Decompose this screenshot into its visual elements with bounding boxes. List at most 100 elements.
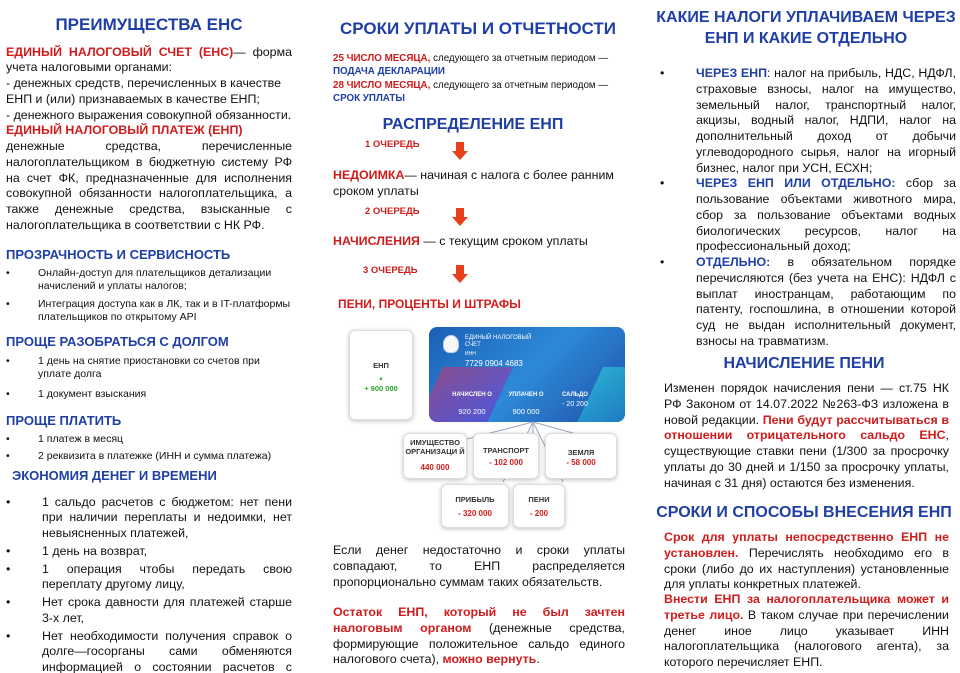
via-enp-text: : налог на прибыль, НДС, НДФЛ, страховые…: [696, 66, 956, 175]
enp-def: денежные средства, перечисленные налогоп…: [6, 139, 292, 232]
list-item: Нет срока давности для платежей старше 3…: [6, 595, 292, 627]
card-inn: 7729 0904 4683: [465, 359, 523, 368]
queue-1-text: НЕДОИМКА— начиная с налога с более ранни…: [333, 168, 623, 200]
via-enp-or-separate-text: сбор за пользование объектами животного …: [696, 176, 956, 254]
queue-2-label: 2 ОЧЕРЕДЬ: [365, 206, 420, 217]
ens-definition: ЕДИНЫЙ НАЛОГОВЫЙ СЧЕТ (ЕНС)— форма учета…: [6, 45, 292, 77]
charges-label: НАЧИСЛЕНИЯ: [333, 234, 420, 248]
via-enp-or-separate-label: ЧЕРЕЗ ЕНП ИЛИ ОТДЕЛЬНО:: [696, 176, 896, 191]
third-party-red: Внести ЕНП за налогоплательщика может и …: [664, 592, 949, 622]
penalty-red: Пени будут рассчитываться в отношении от…: [664, 412, 950, 443]
refund-note: Остаток ЕНП, который не был зачтен налог…: [333, 605, 625, 668]
advantages-title: ПРЕИМУЩЕСТВА ЕНС: [55, 15, 243, 34]
deadlines-title: СРОКИ УПЛАТЫ И ОТЧЕТНОСТИ: [339, 19, 616, 38]
card-paid-label: УПЛАЧЕН О: [508, 392, 544, 398]
payment-methods-title: СРОКИ И СПОСОБЫ ВНЕСЕНИЯ ЕНП: [656, 504, 952, 521]
tax-box-land: ЗЕМЛЯ - 58 000: [545, 433, 617, 479]
column-deadlines: СРОКИ УПЛАТЫ И ОТЧЕТНОСТИ 25 ЧИСЛО МЕСЯЦ…: [323, 0, 633, 673]
payment-date: 28 ЧИСЛО МЕСЯЦА,: [333, 80, 431, 91]
list-item: 1 платеж в месяц: [6, 433, 292, 447]
penalty-text-1: Изменен порядок начисления пени — ст.75 …: [664, 381, 949, 427]
column-advantages: ПРЕИМУЩЕСТВА ЕНС ЕДИНЫЙ НАЛОГОВЫЙ СЧЕТ (…: [0, 0, 300, 673]
tax-box-property: ИМУЩЕСТВО ОРГАНИЗАЦИ Й 440 000: [403, 433, 467, 479]
ens-item: - денежных средств, перечисленных в каче…: [6, 76, 282, 106]
enp-card-value: + 900 000: [364, 383, 398, 393]
column-taxes: КАКИЕ НАЛОГИ УПЛАЧИВАЕМ ЧЕРЕЗ ЕНП И КАКИ…: [656, 0, 960, 673]
penalty-text: Изменен порядок начисления пени — ст.75 …: [664, 381, 949, 491]
list-item: ЧЕРЕЗ ЕНП: налог на прибыль, НДС, НДФЛ, …: [660, 66, 956, 176]
economy-title: ЭКОНОМИЯ ДЕНЕГ И ВРЕМЕНИ: [12, 468, 217, 484]
card-paid-value: 900 000: [512, 407, 540, 416]
ens-item: - денежного выражения совокупной обязанн…: [6, 107, 292, 122]
tax-box-label: ПЕНИ: [528, 495, 550, 504]
pay-title: ПРОЩЕ ПЛАТИТЬ: [6, 412, 122, 428]
down-arrow-icon: [452, 142, 468, 160]
tax-box-label: ТРАНСПОРТ: [483, 446, 529, 455]
declaration-note: следующего за отчетным периодом —: [430, 53, 609, 64]
queue-1-label: 1 ОЧЕРЕДЬ: [365, 139, 420, 150]
transparency-title: ПРОЗРАЧНОСТЬ И СЕРВИСНОСТЬ: [6, 246, 231, 262]
payment-methods-text: Срок для уплаты непосредственно ЕНП не у…: [664, 530, 949, 593]
down-arrow-icon: [452, 265, 468, 283]
enp-card-label: ЕНП: [373, 361, 389, 370]
third-party-desc: В таком случае при перечислении денег ин…: [664, 607, 949, 669]
deadline-payment: 28 ЧИСЛО МЕСЯЦА, следующего за отчетным …: [333, 80, 623, 105]
queue-2-text: НАЧИСЛЕНИЯ — с текущим сроком уплаты: [333, 234, 623, 250]
list-item: Нет необходимости получения справок о до…: [6, 629, 292, 673]
list-item: 1 операция чтобы передать свою переплату…: [6, 562, 292, 594]
tax-box-value: - 102 000: [489, 457, 523, 467]
tax-box-value: - 320 000: [458, 508, 492, 518]
enp-term: ЕДИНЫЙ НАЛОГОВЫЙ ПЛАТЕЖ (ЕНП): [6, 123, 243, 138]
card-charged-value: 920 200: [458, 407, 486, 416]
payment-note: следующего за отчетным периодом —: [430, 80, 609, 91]
card-charged-label: НАЧИСЛЕН О: [452, 392, 492, 398]
card-balance-label: САЛЬДО: [562, 392, 588, 398]
enp-card: ЕНП • + 900 000: [349, 330, 413, 420]
list-item: 1 документ взыскания: [6, 388, 292, 402]
down-arrow-icon: [452, 208, 468, 226]
tax-box-label: ИМУЩЕСТВО ОРГАНИЗАЦИ Й: [405, 438, 465, 456]
refund-text: (денежные средства, формирующие положите…: [333, 620, 625, 667]
penalty-text-2: , существующие ставки пени (1/300 за про…: [664, 428, 949, 490]
ens-def: — форма учета налоговыми органами:: [6, 44, 292, 75]
penalty-title: НАЧИСЛЕНИЕ ПЕНИ: [723, 355, 885, 372]
economy-list: 1 сальдо расчетов с бюджетом: нет пени п…: [6, 495, 292, 673]
separate-text: в обязательном порядке перечисляются (бе…: [696, 255, 956, 348]
tax-box-penalties: ПЕНИ - 200: [513, 484, 565, 528]
refund-end: .: [536, 652, 540, 667]
ens-term: ЕДИНЫЙ НАЛОГОВЫЙ СЧЕТ (ЕНС): [6, 44, 234, 59]
list-item: 1 день на возврат,: [6, 544, 292, 560]
list-item: 1 день на снятие приостановки со счетов …: [6, 355, 292, 382]
penalties-label: ПЕНИ, ПРОЦЕНТЫ И ШТРАФЫ: [338, 297, 521, 311]
proportional-note: Если денег недостаточно и сроки уплаты с…: [333, 543, 625, 589]
declaration-date: 25 ЧИСЛО МЕСЯЦА,: [333, 53, 431, 64]
arrears-desc: — начиная с налога с более ранним сроком…: [333, 168, 614, 198]
taxes-list: ЧЕРЕЗ ЕНП: налог на прибыль, НДС, НДФЛ, …: [660, 66, 956, 350]
card-inn-label: ИНН: [465, 351, 476, 357]
separate-label: ОТДЕЛЬНО:: [696, 255, 771, 269]
list-item: ОТДЕЛЬНО: в обязательном порядке перечис…: [660, 255, 956, 350]
list-item: Онлайн-доступ для плательщиков детализац…: [6, 267, 292, 294]
debt-list: 1 день на снятие приостановки со счетов …: [6, 355, 292, 401]
queue-3-label: 3 ОЧЕРЕДЬ: [363, 265, 418, 276]
declaration-label: ПОДАЧА ДЕКЛАРАЦИИ: [333, 65, 445, 77]
list-item: 2 реквизита в платежке (ИНН и сумма плат…: [6, 450, 292, 464]
tax-box-label: ПРИБЫЛЬ: [455, 495, 495, 504]
transparency-list: Онлайн-доступ для плательщиков детализац…: [6, 267, 292, 324]
refund-red: Остаток ЕНП, который не был зачтен налог…: [333, 605, 625, 635]
tax-box-value: 440 000: [420, 462, 450, 472]
debt-title: ПРОЩЕ РАЗОБРАТЬСЯ С ДОЛГОМ: [6, 334, 229, 350]
card-title: ЕДИНЫЙ НАЛОГОВЫЙ СЧЕТ: [465, 335, 532, 349]
card-balance-value: - 20 200: [562, 401, 588, 408]
pay-list: 1 платеж в месяц 2 реквизита в платежке …: [6, 433, 292, 463]
arrears-label: НЕДОИМКА: [333, 168, 405, 182]
third-party-text: Внести ЕНП за налогоплательщика может и …: [664, 592, 949, 671]
via-enp-label: ЧЕРЕЗ ЕНП: [696, 66, 768, 80]
ens-account-card: ЕДИНЫЙ НАЛОГОВЫЙ СЧЕТ ИНН 7729 0904 4683…: [429, 327, 625, 422]
deadline-text: Перечислять необходимо его в сроки (либо…: [664, 545, 949, 592]
payment-label: СРОК УПЛАТЫ: [333, 92, 405, 104]
list-item: Интеграция доступа как в ЛК, так и в IT-…: [6, 298, 292, 325]
tax-box-transport: ТРАНСПОРТ - 102 000: [473, 433, 539, 479]
deadline-red: Срок для уплаты непосредственно ЕНП не у…: [664, 530, 949, 560]
taxes-title: КАКИЕ НАЛОГИ УПЛАЧИВАЕМ ЧЕРЕЗ ЕНП И КАКИ…: [656, 9, 956, 47]
